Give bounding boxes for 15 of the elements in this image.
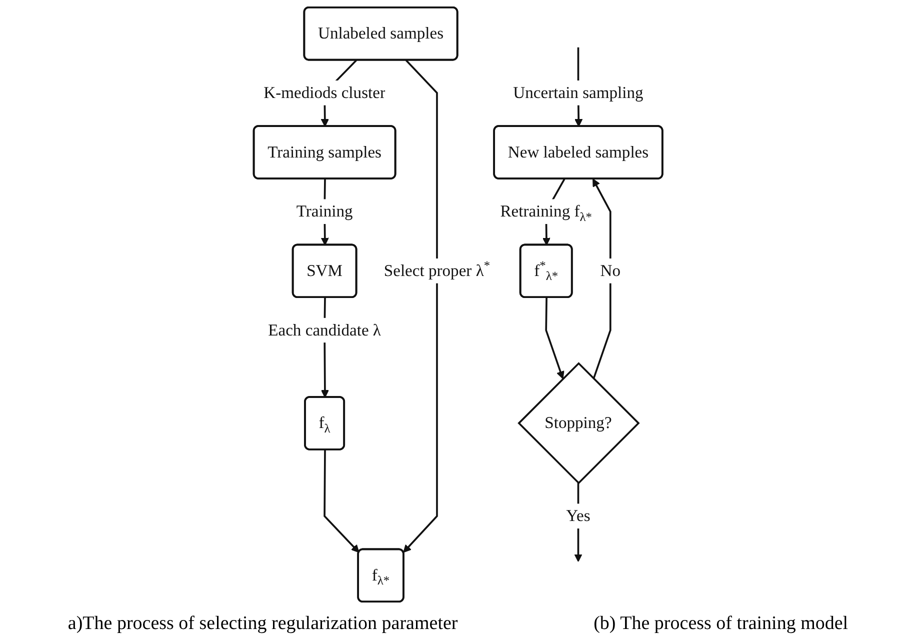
figure-caption: a)The process of selecting regularization parameter — [68, 613, 458, 635]
edge-label: Each candidate λ — [268, 320, 381, 339]
edge-label: K-mediods cluster — [264, 83, 386, 102]
node-diamond: Stopping? — [518, 362, 640, 484]
arrow — [403, 60, 438, 553]
edge-label: Retraining f$_{λ*}$ — [500, 202, 592, 224]
arrow — [592, 178, 612, 380]
edge-label: Training — [296, 202, 353, 220]
arrow — [324, 450, 360, 553]
edge-label: No — [600, 261, 620, 280]
edge-label: Yes — [566, 506, 590, 525]
edge-label: Uncertain sampling — [513, 83, 644, 102]
edge-label: Select proper λ$^{*}$ — [384, 258, 490, 280]
figure-caption: (b) The process of training model — [594, 613, 848, 635]
arrow — [545, 298, 564, 380]
